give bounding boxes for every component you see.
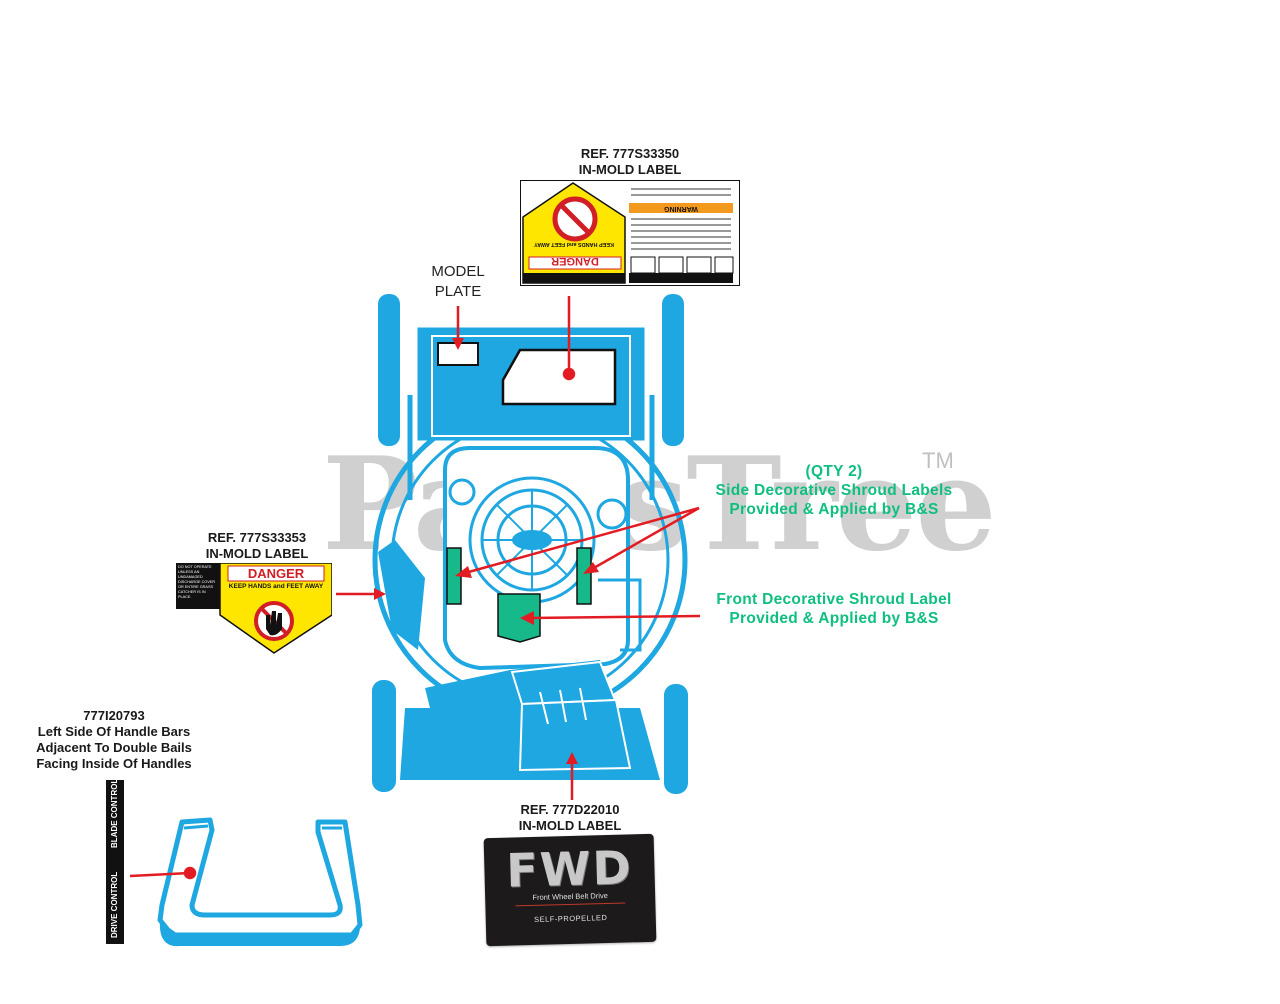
watermark-tm: TM bbox=[922, 448, 954, 473]
drive-control-text: DRIVE CONTROL bbox=[110, 871, 119, 938]
fwd-self-text: SELF-PROPELLED bbox=[534, 913, 608, 924]
right-rear-post bbox=[662, 294, 684, 446]
side-shroud-line2: Side Decorative Shroud Labels bbox=[715, 482, 953, 499]
arrow-side-label-left bbox=[464, 506, 700, 575]
bottom-ref-label: REF. 777D22010 IN-MOLD LABEL bbox=[490, 802, 650, 834]
handle-ref-label: 777I20793 Left Side Of Handle Bars Adjac… bbox=[24, 708, 204, 772]
top-ref-label: REF. 777S33350 IN-MOLD LABEL bbox=[548, 146, 712, 178]
left-ref-label: REF. 777S33353 IN-MOLD LABEL bbox=[184, 530, 330, 562]
left-ref-line2: IN-MOLD LABEL bbox=[205, 546, 309, 561]
top-label-danger-text: DANGER bbox=[551, 255, 599, 267]
left-label-note-text: DO NOT OPERATE UNLESS AN UNDAMAGED DISCH… bbox=[178, 565, 216, 599]
handle-ref-line4: Facing Inside Of Handles bbox=[36, 756, 192, 771]
side-shroud-label-right bbox=[576, 547, 592, 605]
handle-bar bbox=[157, 817, 363, 938]
blade-control-text: BLADE CONTROL bbox=[110, 778, 119, 848]
top-danger-warning-label: DANGER KEEP HANDS and FEET AWAY WARNING bbox=[520, 180, 740, 286]
arrow-handle-label bbox=[129, 871, 191, 878]
side-shroud-line3: Provided & Applied by B&S bbox=[729, 501, 939, 518]
handle-ref-line2: Left Side Of Handle Bars bbox=[37, 724, 191, 739]
top-label-keep-text: KEEP HANDS and FEET AWAY bbox=[534, 241, 614, 247]
fwd-divider bbox=[515, 902, 626, 907]
front-shroud-label bbox=[497, 593, 541, 643]
side-shroud-callout: (QTY 2) Side Decorative Shroud Labels Pr… bbox=[692, 462, 976, 519]
arrow-front-shroud bbox=[529, 614, 701, 620]
handle-ref-line3: Adjacent To Double Bails bbox=[36, 740, 192, 755]
top-label-warning-text: WARNING bbox=[664, 205, 698, 212]
model-plate-line1: MODEL bbox=[431, 263, 485, 280]
handle-ref-line1: 777I20793 bbox=[83, 708, 145, 723]
arrow-side-label-right bbox=[591, 506, 700, 571]
top-label-location bbox=[501, 348, 617, 406]
front-right-wheel bbox=[664, 684, 688, 794]
left-rear-post bbox=[378, 294, 400, 446]
top-ref-line1: REF. 777S33350 bbox=[580, 146, 680, 161]
top-ref-line2: IN-MOLD LABEL bbox=[578, 162, 682, 177]
side-shroud-line1: (QTY 2) bbox=[805, 463, 863, 480]
bail-control-label: BLADE CONTROL DRIVE CONTROL bbox=[106, 778, 124, 944]
left-danger-label: DANGER KEEP HANDS and FEET AWAY DO NOT O… bbox=[176, 563, 332, 655]
front-shroud-line2: Provided & Applied by B&S bbox=[729, 610, 939, 627]
left-label-danger-text: DANGER bbox=[247, 566, 305, 581]
front-shroud-callout: Front Decorative Shroud Label Provided &… bbox=[692, 590, 976, 628]
left-ref-line1: REF. 777S33353 bbox=[207, 530, 307, 545]
model-plate-label: MODEL PLATE bbox=[410, 262, 506, 302]
front-shroud-line1: Front Decorative Shroud Label bbox=[716, 591, 952, 608]
watermark-text: PartsTree bbox=[322, 430, 997, 580]
fwd-label: FWD Front Wheel Belt Drive SELF-PROPELLE… bbox=[483, 833, 657, 947]
front-left-wheel bbox=[372, 680, 396, 792]
discharge-chute bbox=[378, 540, 425, 650]
bottom-ref-line2: IN-MOLD LABEL bbox=[518, 818, 622, 833]
model-plate-line2: PLATE bbox=[434, 283, 482, 300]
bottom-ref-line1: REF. 777D22010 bbox=[520, 802, 620, 817]
left-label-keep-text: KEEP HANDS and FEET AWAY bbox=[228, 583, 324, 590]
